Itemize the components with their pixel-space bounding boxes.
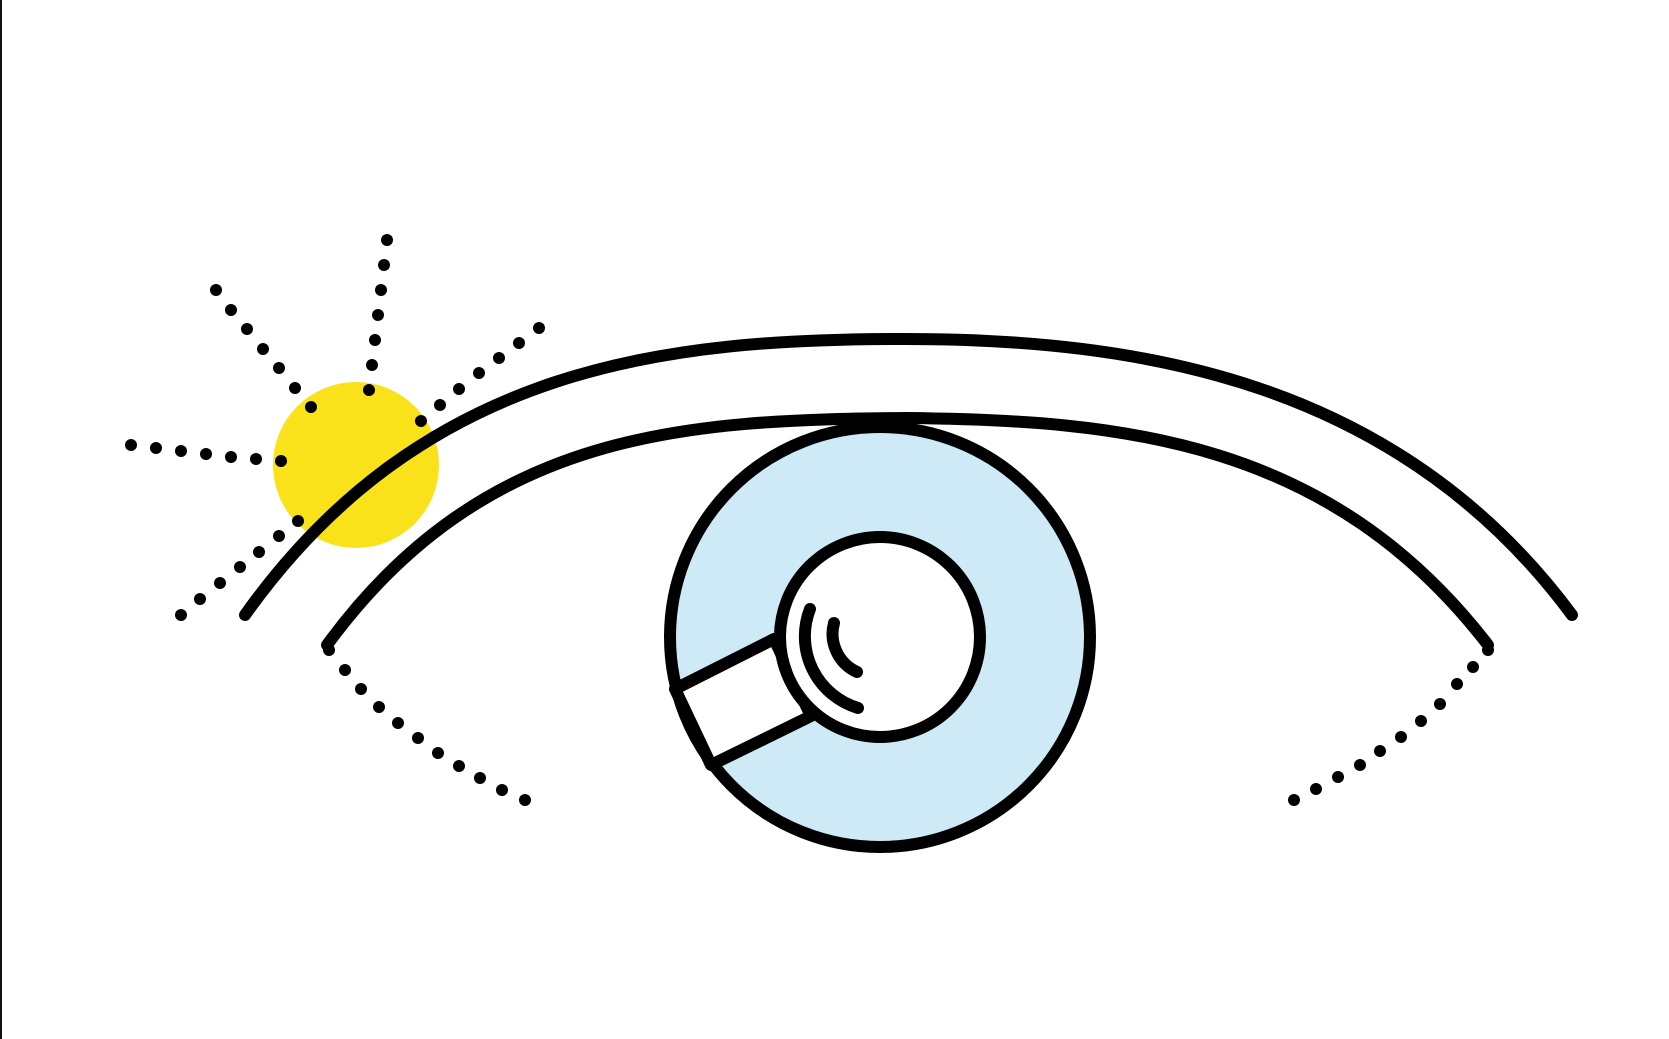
sun-disc [273,382,439,548]
lower-right-lashes [1288,644,1494,806]
lens-glare-outer [798,603,864,714]
eye-icon [321,412,1494,853]
eyelid-arc [321,412,1494,651]
sun-ray-left [125,439,287,467]
lower-left-lashes [323,644,531,806]
sun-ray-top [363,234,393,396]
magnifying-glass-icon [669,531,986,771]
eyebrow-arc [239,333,1578,621]
lens-glare-inner [826,617,863,678]
sun-rays [125,234,545,621]
left-border-line [0,0,2,1039]
sun-ray-lower-left [175,515,304,621]
sun-icon [125,234,545,621]
sun-ray-upper-right [415,322,545,427]
sun-ray-upper-left [210,284,317,413]
